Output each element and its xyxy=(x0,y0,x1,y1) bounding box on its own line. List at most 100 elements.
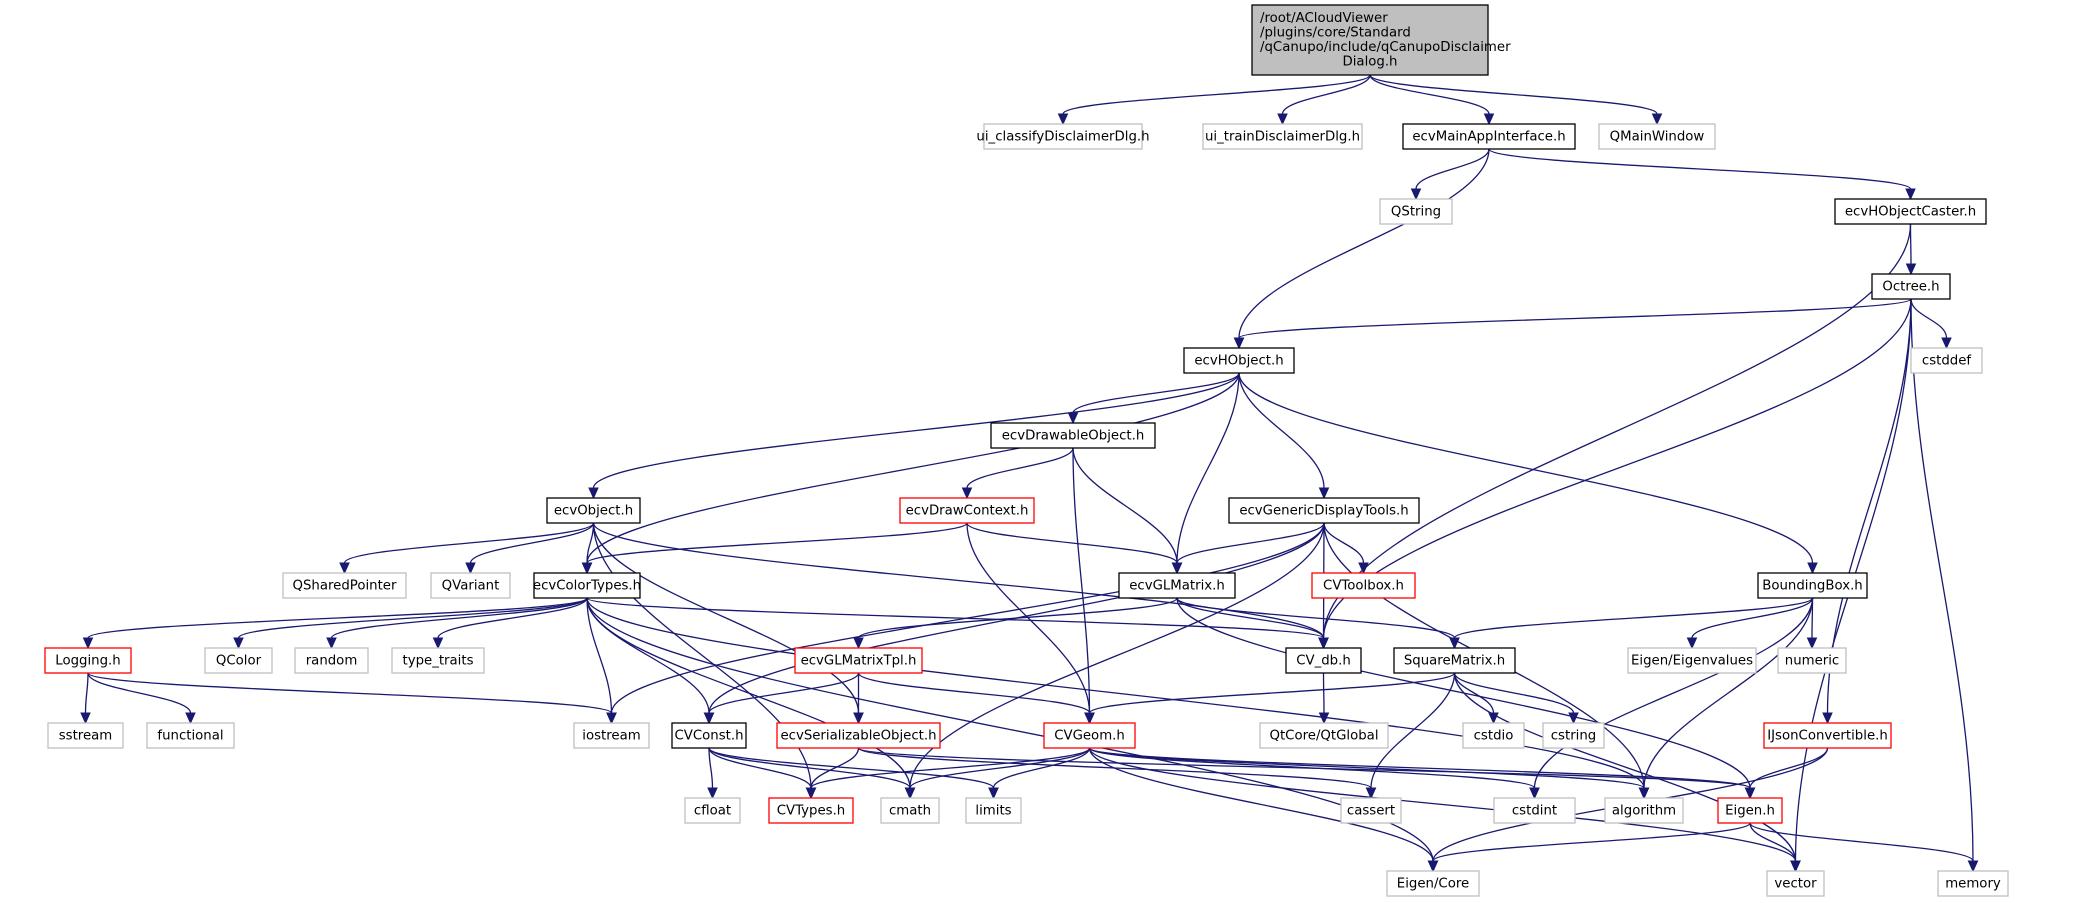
node-qstring: QString xyxy=(1379,198,1453,225)
node-box xyxy=(965,797,1022,824)
node-box xyxy=(1757,572,1868,599)
node-ecvserializableobject[interactable]: ecvSerializableObject.h xyxy=(776,722,941,749)
edge-line xyxy=(708,747,812,789)
edge-ecvglmatrixtpl-to-cvgeom xyxy=(857,672,1095,725)
node-eigen[interactable]: Eigen.h xyxy=(1717,797,1783,824)
arrowhead-icon xyxy=(1905,188,1916,201)
node-box xyxy=(1402,123,1576,150)
node-label: QVariant xyxy=(442,578,500,593)
edge-boundingbox-to-squarematrix xyxy=(1449,597,1814,650)
node-octree[interactable]: Octree.h xyxy=(1871,273,1951,300)
node-cassert: cassert xyxy=(1340,797,1402,824)
node-box xyxy=(1937,870,2009,897)
edge-cvgeom-to-cmath xyxy=(904,747,1091,800)
node-label: QtCore/QtGlobal xyxy=(1269,728,1378,743)
node-box xyxy=(1763,722,1892,749)
edge-line xyxy=(1533,597,1814,789)
node-boundingbox[interactable]: BoundingBox.h xyxy=(1757,572,1868,599)
node-cv-db[interactable]: CV_db.h xyxy=(1285,647,1362,674)
edge-root-to-ui-train xyxy=(1277,74,1371,126)
node-ecvglmatrixtpl[interactable]: ecvGLMatrixTpl.h xyxy=(794,647,923,674)
edge-line xyxy=(1176,597,1325,639)
arrowhead-icon xyxy=(1277,113,1288,126)
edge-ecvhobject-to-ecvgenericdisplaytools xyxy=(1238,372,1330,500)
edge-ecvglmatrix-to-eigen xyxy=(1176,597,1756,800)
node-ecvdrawcontext[interactable]: ecvDrawContext.h xyxy=(899,497,1035,524)
arrowhead-icon xyxy=(988,787,999,800)
node-box xyxy=(282,572,407,599)
node-box xyxy=(294,647,369,674)
edge-line xyxy=(1453,672,1797,862)
node-box xyxy=(990,422,1156,449)
edge-line xyxy=(1176,597,1456,639)
node-ijsonconvertible[interactable]: IJsonConvertible.h xyxy=(1763,722,1892,749)
edge-line xyxy=(586,522,968,564)
node-label: numeric xyxy=(1785,653,1839,668)
arrowhead-icon xyxy=(805,787,817,800)
node-box xyxy=(1183,347,1295,374)
edge-line xyxy=(708,747,911,789)
edge-root-to-ui-classify xyxy=(1057,74,1371,126)
edge-line xyxy=(1370,672,1456,789)
node-cvgeom[interactable]: CVGeom.h xyxy=(1043,722,1136,749)
node-cvtoolbox[interactable]: CVToolbox.h xyxy=(1311,572,1416,599)
edge-line xyxy=(586,597,911,789)
node-root[interactable]: /root/ACloudViewer/plugins/core/Standard… xyxy=(1251,4,1511,76)
arrowhead-icon xyxy=(588,487,599,500)
node-squarematrix[interactable]: SquareMatrix.h xyxy=(1393,647,1516,674)
node-ecvgenericdisplaytools[interactable]: ecvGenericDisplayTools.h xyxy=(1228,497,1420,524)
edge-line xyxy=(1088,747,1434,862)
arrowhead-icon xyxy=(904,787,916,800)
node-box xyxy=(1285,647,1362,674)
node-box xyxy=(1910,347,1983,374)
node-label: Octree.h xyxy=(1882,279,1939,294)
nodes-layer: /root/ACloudViewer/plugins/core/Standard… xyxy=(44,4,2009,897)
node-ecvobject[interactable]: ecvObject.h xyxy=(546,497,641,524)
node-ecvglmatrix[interactable]: ecvGLMatrix.h xyxy=(1118,572,1236,599)
node-qvariant: QVariant xyxy=(430,572,511,599)
node-label: Dialog.h xyxy=(1342,55,1397,70)
node-label: cstring xyxy=(1551,728,1596,743)
edge-line xyxy=(966,522,1178,564)
edge-ecvglmatrix-to-ecvglmatrixtpl xyxy=(853,597,1178,650)
node-box xyxy=(1393,647,1516,674)
node-cvtypes[interactable]: CVTypes.h xyxy=(768,797,854,824)
edge-line xyxy=(592,372,1240,489)
edge-boundingbox-to-cstdint xyxy=(1529,597,1814,800)
edge-line xyxy=(84,672,89,714)
arrowhead-icon xyxy=(1318,637,1329,650)
edge-ecvmainappinterface-to-ecvhobjectcaster xyxy=(1488,148,1916,201)
edge-ecvcolortypes-to-type-traits xyxy=(432,597,588,650)
node-ecvmainappinterface[interactable]: ecvMainAppInterface.h xyxy=(1402,123,1576,150)
edge-line xyxy=(966,447,1074,489)
node-ecvcolortypes[interactable]: ecvColorTypes.h xyxy=(533,572,641,599)
node-label: ecvDrawableObject.h xyxy=(1002,428,1145,443)
node-label: ecvObject.h xyxy=(554,503,633,518)
edge-line xyxy=(586,597,613,714)
edge-ecvgenericdisplaytools-to-cmath xyxy=(904,522,1325,800)
edge-line xyxy=(586,597,1645,789)
node-logging[interactable]: Logging.h xyxy=(44,647,132,674)
node-ecvdrawableobject[interactable]: ecvDrawableObject.h xyxy=(990,422,1156,449)
arrowhead-icon xyxy=(1318,712,1330,725)
edge-ecvhobject-to-ecvobject xyxy=(588,372,1240,500)
edge-squarematrix-to-cstring xyxy=(1453,672,1579,725)
node-label: SquareMatrix.h xyxy=(1404,653,1505,668)
node-box xyxy=(430,572,511,599)
edge-line xyxy=(1749,747,1829,789)
edge-logging-to-iostream xyxy=(87,672,617,725)
node-label: CVTypes.h xyxy=(777,803,846,818)
node-cmath: cmath xyxy=(880,797,940,824)
arrowhead-icon xyxy=(1806,637,1818,650)
node-box xyxy=(573,722,650,749)
edge-line xyxy=(1176,372,1240,564)
edge-line xyxy=(1088,672,1456,714)
node-ecvhobject[interactable]: ecvHObject.h xyxy=(1183,347,1295,374)
edge-ecvcolortypes-to-qcolor xyxy=(233,597,588,650)
node-box xyxy=(1228,497,1420,524)
edge-line xyxy=(1176,522,1325,564)
node-cvconst[interactable]: CVConst.h xyxy=(671,722,747,749)
node-ecvhobjectcaster[interactable]: ecvHObjectCaster.h xyxy=(1834,198,1987,225)
node-label: random xyxy=(306,653,358,668)
edge-line xyxy=(1072,447,1091,714)
